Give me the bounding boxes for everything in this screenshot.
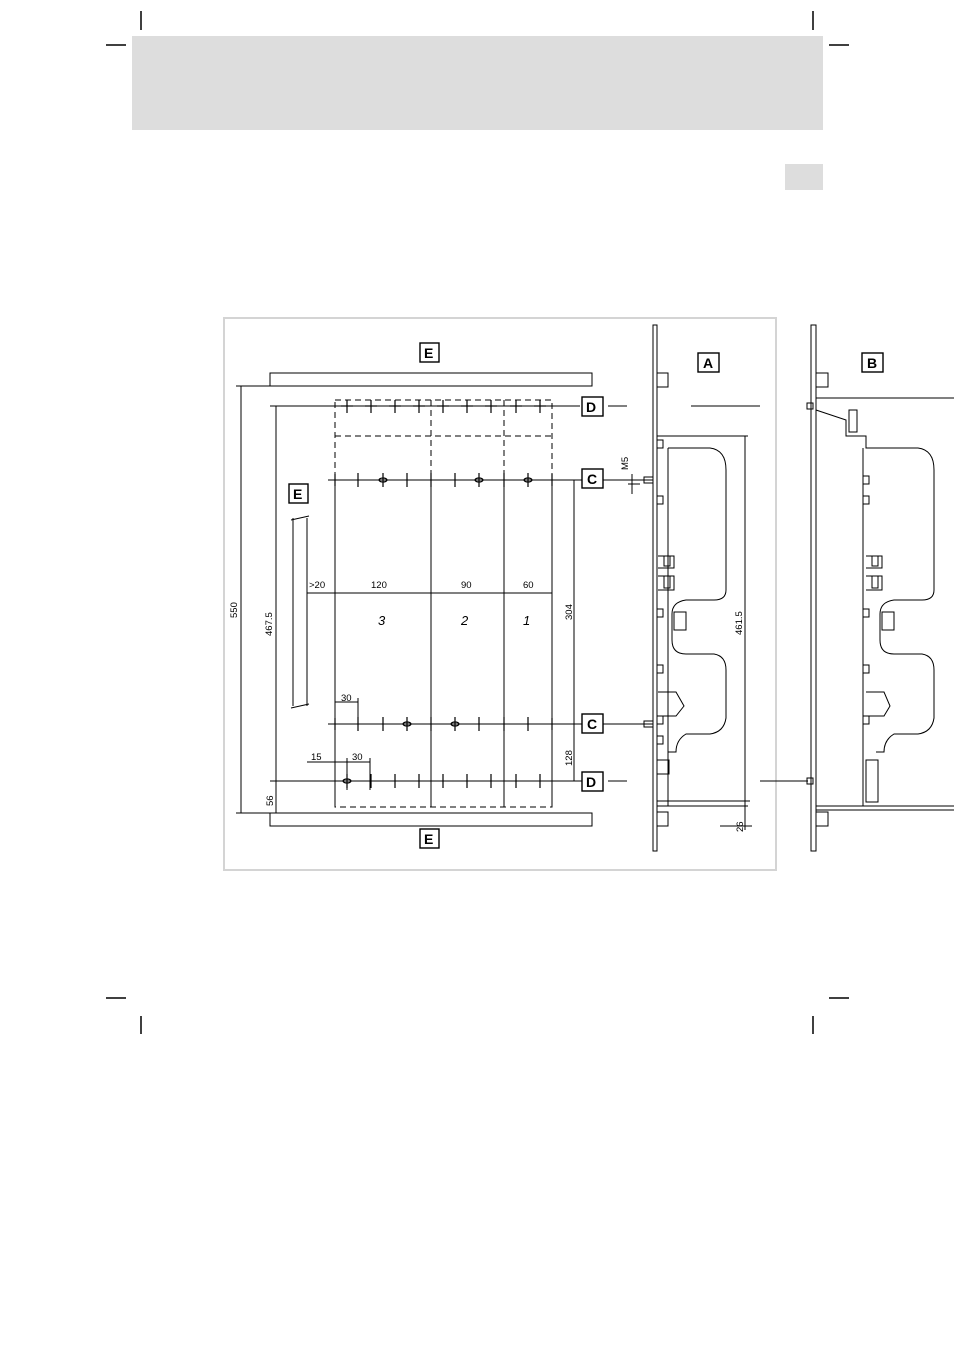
dim-offset-30-b: 30 xyxy=(352,752,363,763)
svg-text:E: E xyxy=(293,486,302,502)
dim-width-120: 120 xyxy=(371,580,387,591)
dim-height-56: 56 xyxy=(265,795,276,806)
svg-text:E: E xyxy=(424,345,433,361)
dim-height-26: 26 xyxy=(735,821,746,832)
svg-text:D: D xyxy=(586,399,596,415)
dim-gap: >20 xyxy=(309,580,325,591)
dim-offset-15: 15 xyxy=(311,752,322,763)
callout-d-top: D xyxy=(582,397,603,416)
crop-marks xyxy=(106,11,849,1034)
callout-c-top: C xyxy=(582,469,603,488)
svg-text:C: C xyxy=(587,471,597,487)
side-view-b xyxy=(760,325,954,851)
callout-e-top: E xyxy=(420,343,439,362)
svg-text:A: A xyxy=(703,355,713,371)
callout-d-bottom: D xyxy=(582,772,603,791)
callout-e-bottom: E xyxy=(420,829,439,848)
svg-text:B: B xyxy=(867,355,877,371)
dim-offset-30-a: 30 xyxy=(341,693,352,704)
callout-b: B xyxy=(862,353,883,372)
dim-width-60: 60 xyxy=(523,580,534,591)
svg-text:D: D xyxy=(586,774,596,790)
svg-text:C: C xyxy=(587,716,597,732)
rail-bottom xyxy=(270,813,592,826)
dim-height-304: 304 xyxy=(564,604,575,620)
svg-text:E: E xyxy=(424,831,433,847)
dim-height-128: 128 xyxy=(564,750,575,766)
callout-e-side: E xyxy=(289,484,308,503)
rail-top xyxy=(270,373,592,386)
dim-screw-m5: M5 xyxy=(620,457,631,470)
zone-1: 1 xyxy=(523,613,530,628)
callout-c-bottom: C xyxy=(582,714,603,733)
zone-3: 3 xyxy=(378,613,386,628)
callout-a: A xyxy=(698,353,719,372)
zone-2: 2 xyxy=(460,613,469,628)
dim-height-467-5: 467.5 xyxy=(264,612,275,636)
dim-width-90: 90 xyxy=(461,580,472,591)
side-view-a xyxy=(603,325,760,851)
dim-height-461-5: 461.5 xyxy=(734,611,745,635)
dim-height-550: 550 xyxy=(229,602,240,618)
